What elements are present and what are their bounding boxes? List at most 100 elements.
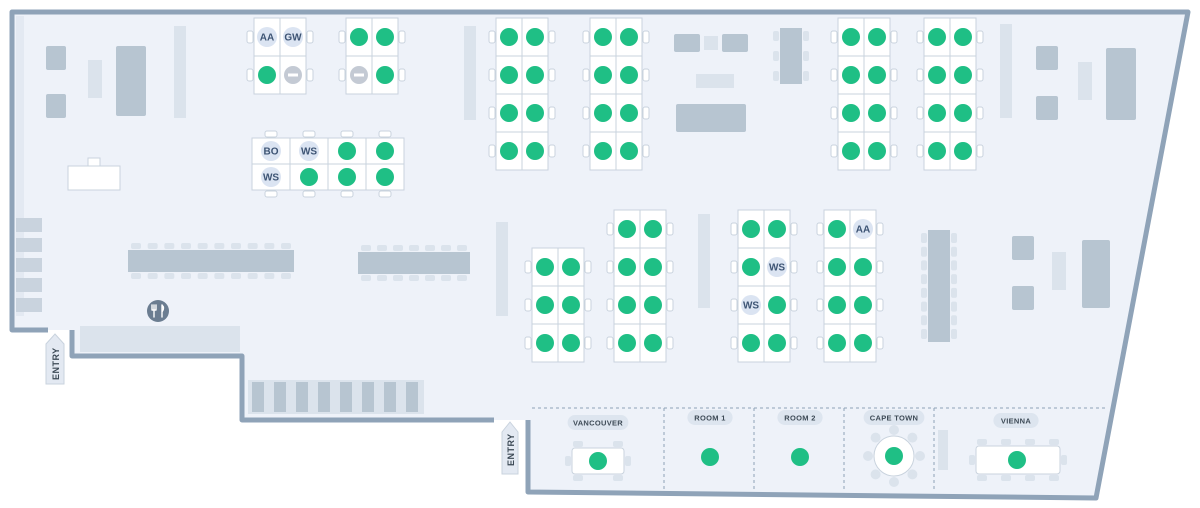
available-seat-marker[interactable]: [928, 28, 946, 46]
available-seat-marker[interactable]: [842, 104, 860, 122]
desk[interactable]: [849, 323, 884, 363]
desk[interactable]: [582, 55, 617, 95]
available-seat-marker[interactable]: [620, 104, 638, 122]
available-seat-marker[interactable]: [742, 258, 760, 276]
available-seat-marker[interactable]: [618, 220, 636, 238]
available-seat-marker[interactable]: [828, 220, 846, 238]
available-seat-marker[interactable]: [526, 104, 544, 122]
desk[interactable]: [916, 131, 951, 171]
desk[interactable]: [524, 285, 559, 325]
available-seat-marker[interactable]: [258, 66, 276, 84]
available-seat-marker[interactable]: [928, 66, 946, 84]
desk[interactable]: [521, 17, 556, 57]
desk[interactable]: [639, 247, 674, 287]
desk[interactable]: [730, 323, 765, 363]
available-seat-marker[interactable]: [742, 334, 760, 352]
available-seat-marker[interactable]: [868, 28, 886, 46]
desk[interactable]: [606, 323, 641, 363]
desk[interactable]: [615, 17, 650, 57]
desk[interactable]: [488, 17, 523, 57]
available-seat-marker[interactable]: [644, 296, 662, 314]
available-seat-marker[interactable]: [526, 142, 544, 160]
available-seat-marker[interactable]: [620, 142, 638, 160]
desk[interactable]: [949, 17, 984, 57]
available-seat-marker[interactable]: [768, 296, 786, 314]
available-seat-marker[interactable]: [562, 334, 580, 352]
desk[interactable]: [863, 93, 898, 133]
occupant-avatar[interactable]: [767, 257, 787, 277]
desk[interactable]: [615, 93, 650, 133]
occupant-avatar[interactable]: [283, 27, 303, 47]
available-seat-marker[interactable]: [828, 258, 846, 276]
available-seat-marker[interactable]: [828, 296, 846, 314]
available-seat-marker[interactable]: [536, 296, 554, 314]
available-seat-marker[interactable]: [376, 66, 394, 84]
available-seat-marker[interactable]: [536, 334, 554, 352]
available-seat-marker[interactable]: [338, 142, 356, 160]
desk[interactable]: [639, 209, 674, 249]
desk[interactable]: [606, 285, 641, 325]
occupant-avatar[interactable]: [853, 219, 873, 239]
available-seat-marker[interactable]: [594, 66, 612, 84]
desk[interactable]: [488, 93, 523, 133]
desk[interactable]: [830, 131, 865, 171]
available-seat-marker[interactable]: [828, 334, 846, 352]
available-seat-marker[interactable]: [618, 334, 636, 352]
desk[interactable]: [582, 131, 617, 171]
meeting-room[interactable]: VIENNA: [969, 413, 1067, 481]
available-seat-marker[interactable]: [644, 334, 662, 352]
available-seat-marker[interactable]: [376, 28, 394, 46]
desk[interactable]: [521, 55, 556, 95]
desk[interactable]: [289, 163, 329, 198]
desk[interactable]: [521, 131, 556, 171]
desk[interactable]: [949, 93, 984, 133]
desk[interactable]: [606, 209, 641, 249]
desk[interactable]: [606, 247, 641, 287]
available-seat-marker[interactable]: [594, 28, 612, 46]
available-seat-marker[interactable]: [500, 66, 518, 84]
occupant-avatar[interactable]: [261, 167, 281, 187]
desk[interactable]: [524, 247, 559, 287]
desk[interactable]: [730, 247, 765, 287]
available-seat-marker[interactable]: [300, 168, 318, 186]
room-availability-marker[interactable]: [885, 447, 903, 465]
desk[interactable]: [524, 323, 559, 363]
room-availability-marker[interactable]: [589, 452, 607, 470]
desk[interactable]: [557, 247, 592, 287]
desk[interactable]: [816, 247, 851, 287]
available-seat-marker[interactable]: [620, 28, 638, 46]
desk[interactable]: [246, 55, 281, 95]
room-availability-marker[interactable]: [701, 448, 719, 466]
available-seat-marker[interactable]: [644, 220, 662, 238]
desk[interactable]: [582, 93, 617, 133]
available-seat-marker[interactable]: [500, 142, 518, 160]
occupant-avatar[interactable]: [261, 141, 281, 161]
desk[interactable]: [863, 55, 898, 95]
available-seat-marker[interactable]: [868, 66, 886, 84]
available-seat-marker[interactable]: [928, 104, 946, 122]
desk[interactable]: [830, 93, 865, 133]
occupant-avatar[interactable]: [257, 27, 277, 47]
desk[interactable]: [849, 247, 884, 287]
available-seat-marker[interactable]: [644, 258, 662, 276]
desk[interactable]: [557, 323, 592, 363]
desk[interactable]: [830, 55, 865, 95]
desk[interactable]: [849, 285, 884, 325]
available-seat-marker[interactable]: [594, 104, 612, 122]
desk[interactable]: [863, 17, 898, 57]
available-seat-marker[interactable]: [868, 104, 886, 122]
desk[interactable]: [365, 163, 405, 198]
available-seat-marker[interactable]: [500, 28, 518, 46]
desk[interactable]: [327, 163, 367, 198]
desk[interactable]: [730, 209, 765, 249]
desk[interactable]: [830, 17, 865, 57]
available-seat-marker[interactable]: [500, 104, 518, 122]
available-seat-marker[interactable]: [620, 66, 638, 84]
desk[interactable]: [488, 55, 523, 95]
desk[interactable]: [863, 131, 898, 171]
available-seat-marker[interactable]: [954, 104, 972, 122]
desk[interactable]: [557, 285, 592, 325]
meeting-room[interactable]: ROOM 2: [777, 410, 823, 466]
desk[interactable]: [521, 93, 556, 133]
meeting-room[interactable]: ROOM 1: [687, 410, 733, 466]
